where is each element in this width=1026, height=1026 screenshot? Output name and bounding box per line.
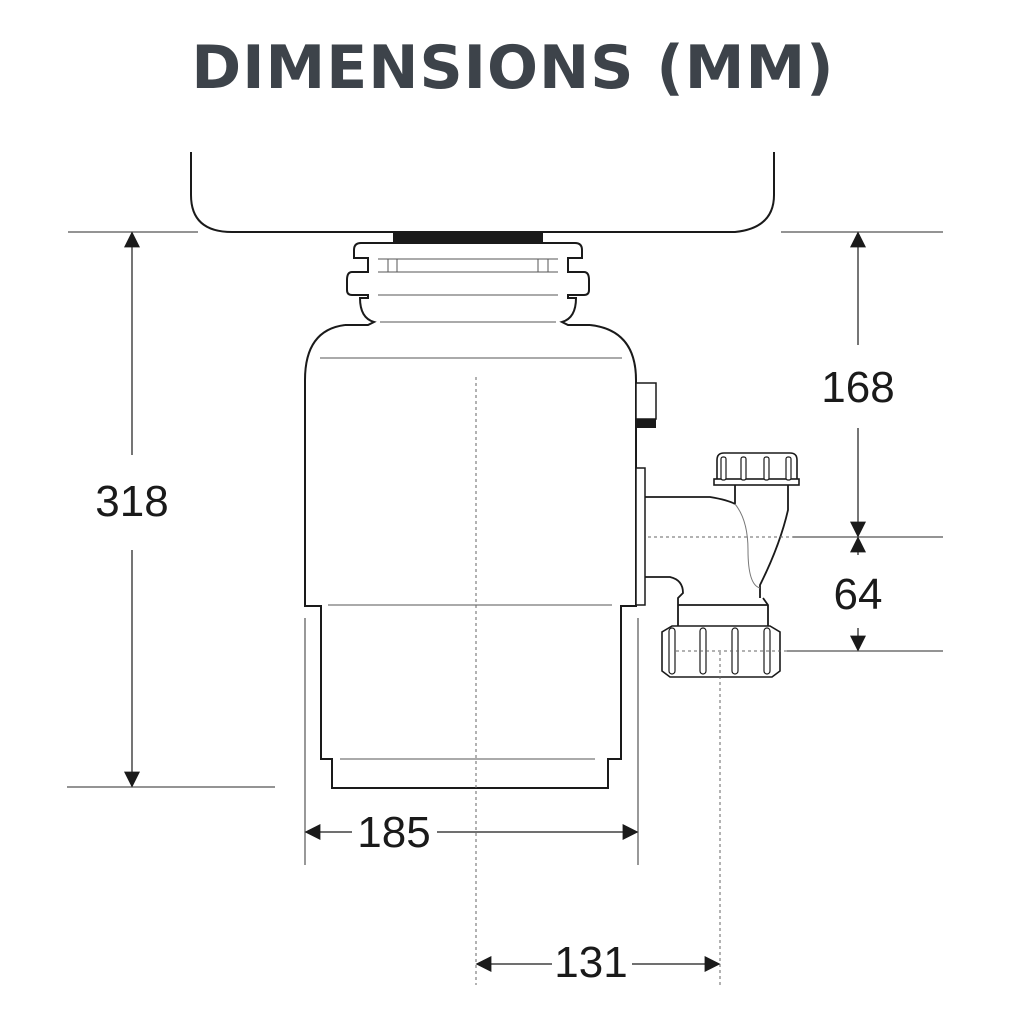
disposer-body	[304, 324, 637, 789]
mounting-collar	[345, 242, 590, 326]
page-title: DIMENSIONS (MM)	[191, 33, 835, 103]
centerlines	[475, 377, 793, 985]
switch-housing	[635, 382, 657, 428]
dimension-131-label: 131	[552, 938, 630, 988]
discharge-elbow	[645, 485, 789, 626]
dimension-185-label: 185	[352, 808, 436, 858]
trap-nut-top	[713, 452, 800, 486]
dimension-64-label: 64	[833, 570, 883, 619]
dimension-318-label: 318	[88, 477, 176, 527]
sink-basin	[190, 152, 775, 233]
extension-lines	[67, 231, 943, 865]
dimension-lines	[124, 231, 866, 972]
dimension-168-label: 168	[812, 363, 904, 413]
sink-flange	[393, 232, 543, 243]
inlet-plate	[635, 467, 646, 606]
